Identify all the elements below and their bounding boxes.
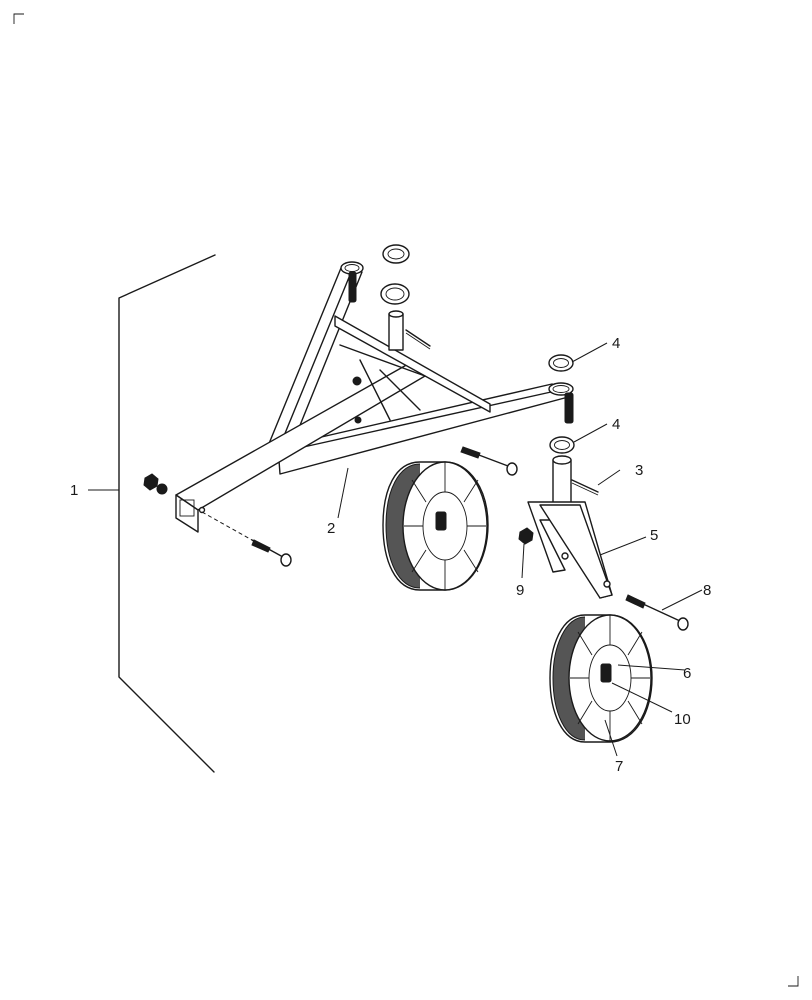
tongue-bolt — [201, 511, 292, 567]
bushing-4-lower — [549, 436, 575, 454]
callout-8: 8 — [703, 582, 711, 599]
wheel-lower — [549, 614, 653, 743]
assembly-bracket — [118, 254, 216, 773]
caster-nut — [518, 527, 534, 545]
callout-4-lower: 4 — [612, 416, 620, 433]
axle-bolt — [625, 594, 689, 631]
crop-mark-bottom-right — [788, 976, 799, 987]
callout-labels: 1 2 3 4 4 5 6 7 8 9 10 — [70, 335, 711, 775]
bushing-4-upper — [548, 354, 574, 372]
caster-spindle — [552, 455, 572, 509]
callout-1: 1 — [70, 482, 78, 499]
cotter-pin-center — [405, 329, 431, 350]
leader-lines — [88, 342, 703, 757]
callout-10: 10 — [674, 711, 691, 728]
y-frame — [175, 261, 574, 533]
tongue-nut — [143, 473, 168, 495]
frame-bolt — [460, 446, 518, 476]
callout-7: 7 — [615, 758, 623, 775]
callout-9: 9 — [516, 582, 524, 599]
callout-4-upper: 4 — [612, 335, 620, 352]
callout-5: 5 — [650, 527, 658, 544]
center-pin — [388, 310, 404, 351]
callout-3: 3 — [635, 462, 643, 479]
bushing-upper-left — [382, 244, 410, 264]
wheel-upper — [382, 461, 489, 591]
caster-fork — [527, 501, 613, 599]
callout-2: 2 — [327, 520, 335, 537]
caster-cotter-pin — [571, 479, 599, 496]
bushing-center — [380, 283, 410, 305]
crop-mark-top-left — [13, 13, 24, 24]
callout-6: 6 — [683, 665, 691, 682]
